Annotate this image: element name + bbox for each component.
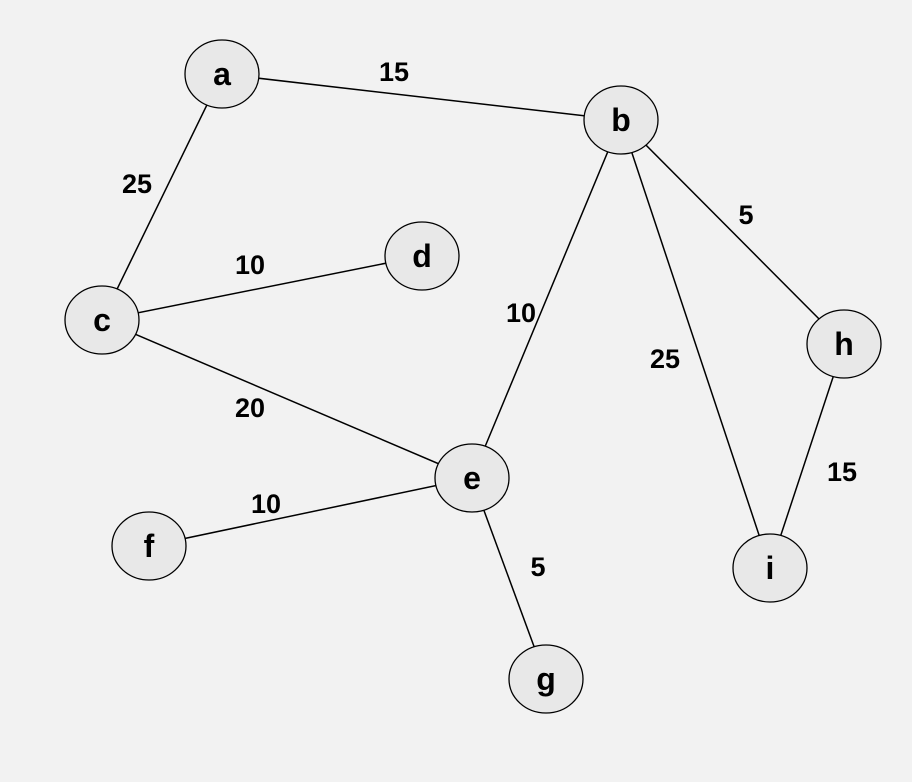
node-f-label: f [144,528,155,564]
weight-c-e: 20 [235,393,265,423]
node-g-label: g [536,661,556,697]
node-d-label: d [412,238,432,274]
node-d: d [384,221,460,291]
weight-b-i: 25 [650,344,680,374]
node-c-label: c [93,302,111,338]
node-i-label: i [766,550,775,586]
weight-b-e: 10 [506,298,536,328]
weight-e-g: 5 [530,552,545,582]
edge-h-i [769,343,845,569]
node-e-label: e [463,460,481,496]
node-i: i [732,533,808,603]
node-e: e [434,443,510,513]
edge-b-h [620,119,845,345]
edge-a-c [101,73,223,321]
edge-e-g [471,477,547,680]
edge-c-d [101,255,423,321]
weight-e-f: 10 [251,489,281,519]
node-b-label: b [611,102,631,138]
weight-b-h: 5 [738,200,753,230]
weight-h-i: 15 [827,457,857,487]
weight-a-c: 25 [122,169,152,199]
nodes-layer: a b c d e f g h [64,39,882,714]
node-g: g [508,644,584,714]
weight-c-d: 10 [235,250,265,280]
edge-c-e [101,319,473,479]
edge-b-e [471,119,622,479]
node-f: f [111,511,187,581]
weight-a-b: 15 [379,57,409,87]
node-c: c [64,285,140,355]
edge-weights-layer: 15 25 10 20 10 25 5 15 10 5 [122,57,857,582]
node-a: a [184,39,260,109]
edge-b-i [620,119,771,569]
node-b: b [583,85,659,155]
node-h-label: h [834,326,854,362]
edge-a-b [221,73,622,121]
node-a-label: a [213,56,231,92]
node-h: h [806,309,882,379]
edge-e-f [148,477,473,547]
edges-layer [101,73,845,680]
